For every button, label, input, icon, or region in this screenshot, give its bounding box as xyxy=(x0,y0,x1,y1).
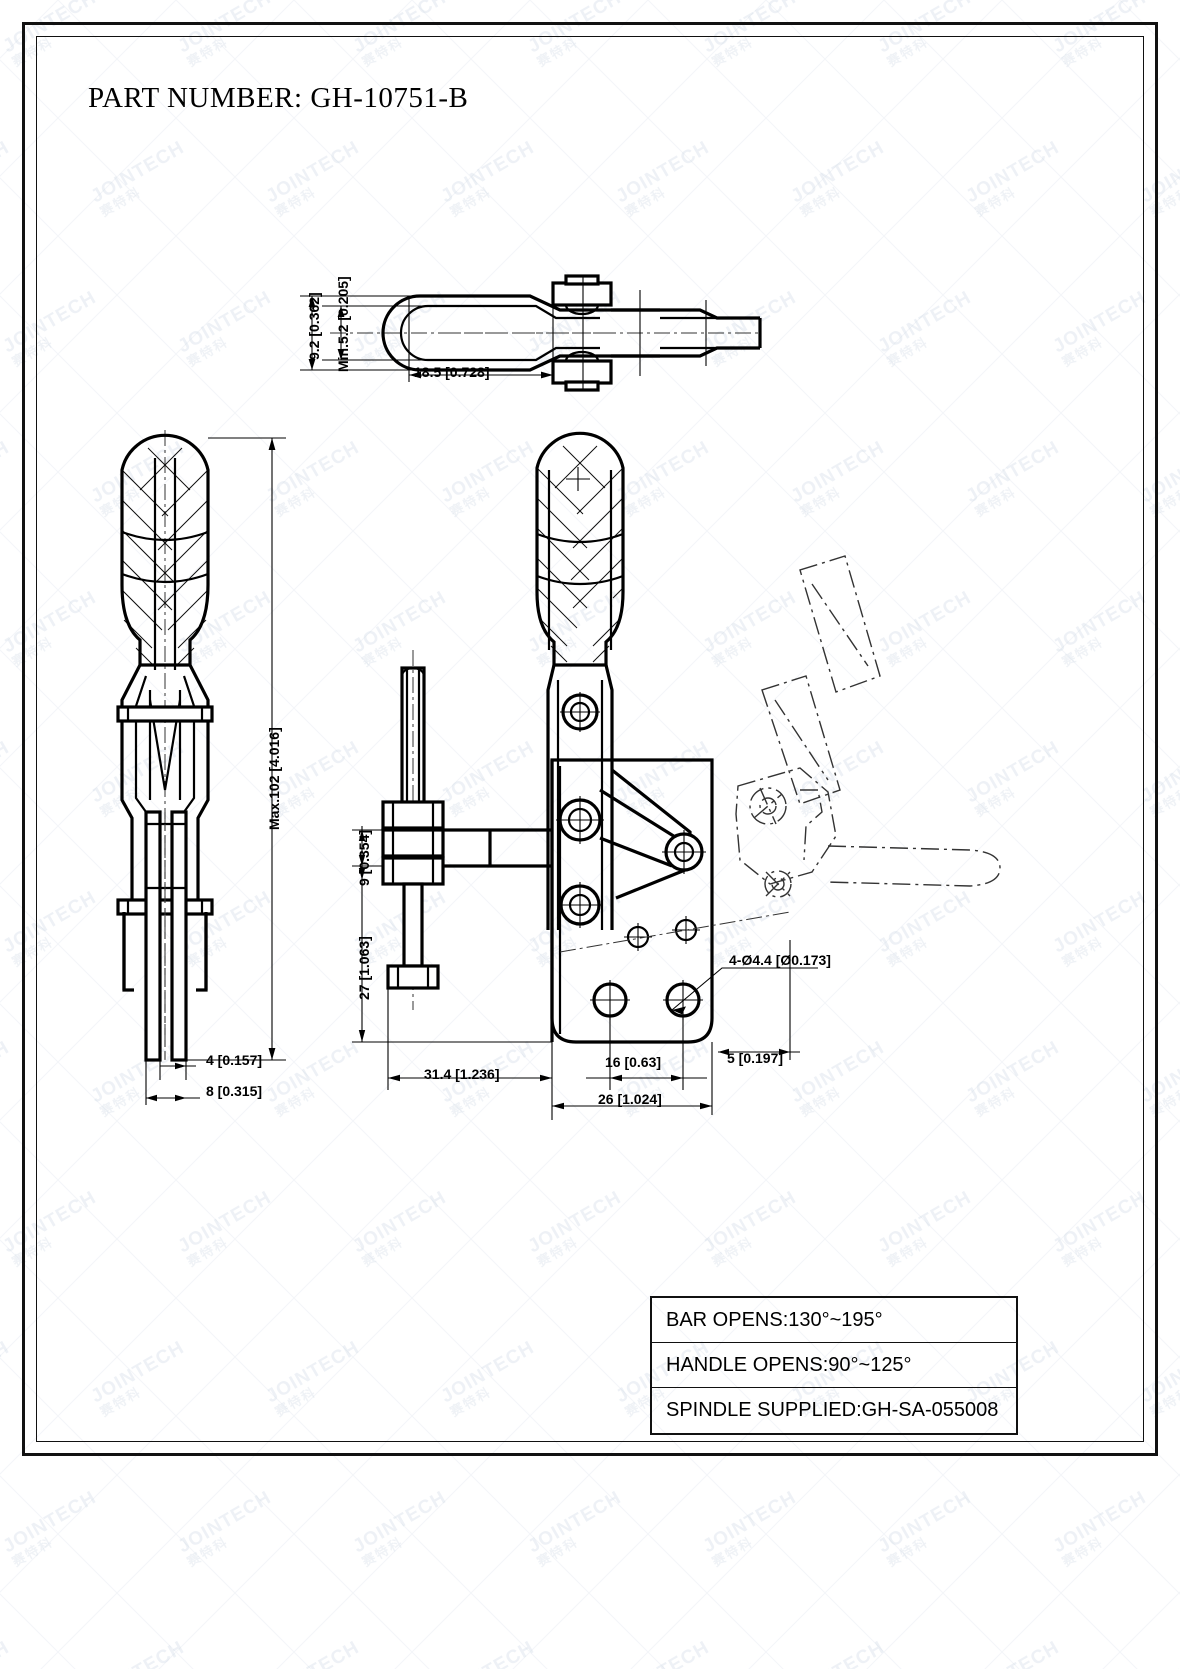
dim-spindle-slot-height: 9.2 [0.362] xyxy=(306,292,322,360)
note-row-bar-opens: BAR OPENS:130°~195° xyxy=(652,1298,1016,1343)
note-row-spindle-supplied: SPINDLE SUPPLIED:GH-SA-055008 xyxy=(652,1388,1016,1433)
dim-bar-width: 8 [0.315] xyxy=(206,1083,263,1099)
dim-overall-height: Max.102 [4.016] xyxy=(266,727,282,830)
dim-spindle-height: 9 [0.354] xyxy=(356,829,372,886)
sheet-border-inner xyxy=(36,36,1144,1442)
note-row-handle-opens: HANDLE OPENS:90°~125° xyxy=(652,1343,1016,1388)
dim-spindle-offset: 31.4 [1.236] xyxy=(424,1066,500,1082)
sheet-border-outer xyxy=(22,22,1158,1456)
note-bar-opens: BAR OPENS:130°~195° xyxy=(666,1308,883,1331)
dim-spindle-slot-min-width: Min.5.2 [0.205] xyxy=(335,276,351,372)
leader-mounting-holes: 4-Ø4.4 [Ø0.173] xyxy=(729,952,831,968)
dim-bar-thickness: 4 [0.157] xyxy=(206,1052,263,1068)
side-view-geometry xyxy=(352,431,1001,1120)
dim-base-width: 26 [1.024] xyxy=(598,1091,662,1107)
dim-edge-distance: 5 [0.197] xyxy=(727,1050,784,1066)
dim-hole-spacing: 16 [0.63] xyxy=(605,1054,662,1070)
note-spindle-supplied: SPINDLE SUPPLIED:GH-SA-055008 xyxy=(666,1399,999,1421)
front-view-geometry xyxy=(116,430,286,1105)
dim-spindle-slot-length: 18.5 [0.728] xyxy=(414,364,490,380)
note-handle-opens: HANDLE OPENS:90°~125° xyxy=(666,1353,912,1376)
notes-table: BAR OPENS:130°~195° HANDLE OPENS:90°~125… xyxy=(650,1296,1018,1435)
dim-base-to-spindle: 27 [1.063] xyxy=(356,936,372,1000)
page-title: PART NUMBER: GH-10751-B xyxy=(88,82,469,114)
top-view-geometry xyxy=(300,274,762,392)
